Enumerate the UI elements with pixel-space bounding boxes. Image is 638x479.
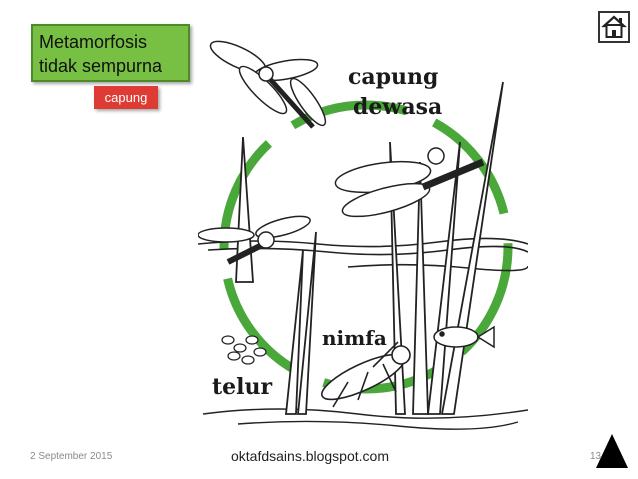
topic-tag-label: capung — [94, 86, 158, 109]
slide-title-line1: Metamorfosis — [39, 32, 147, 52]
triangle-up-icon — [595, 433, 629, 469]
label-nymph: nimfa — [322, 326, 387, 350]
label-egg: telur — [212, 374, 273, 400]
source-url: oktafdsains.blogspot.com — [231, 448, 389, 464]
label-adult-line1: capung — [348, 64, 438, 90]
next-slide-button[interactable] — [595, 433, 629, 469]
slide-title-line2: tidak sempurna — [39, 56, 162, 76]
topic-tag: capung — [94, 86, 158, 109]
dragonfly-lifecycle-diagram: capung dewasa nimfa telur — [198, 22, 528, 440]
slide-title: Metamorfosis tidak sempurna — [39, 30, 184, 78]
slide-title-box: Metamorfosis tidak sempurna — [31, 24, 190, 82]
label-adult-line2: dewasa — [353, 94, 442, 120]
home-button[interactable] — [598, 11, 630, 43]
home-icon — [598, 11, 630, 43]
slide-date: 2 September 2015 — [30, 451, 112, 462]
